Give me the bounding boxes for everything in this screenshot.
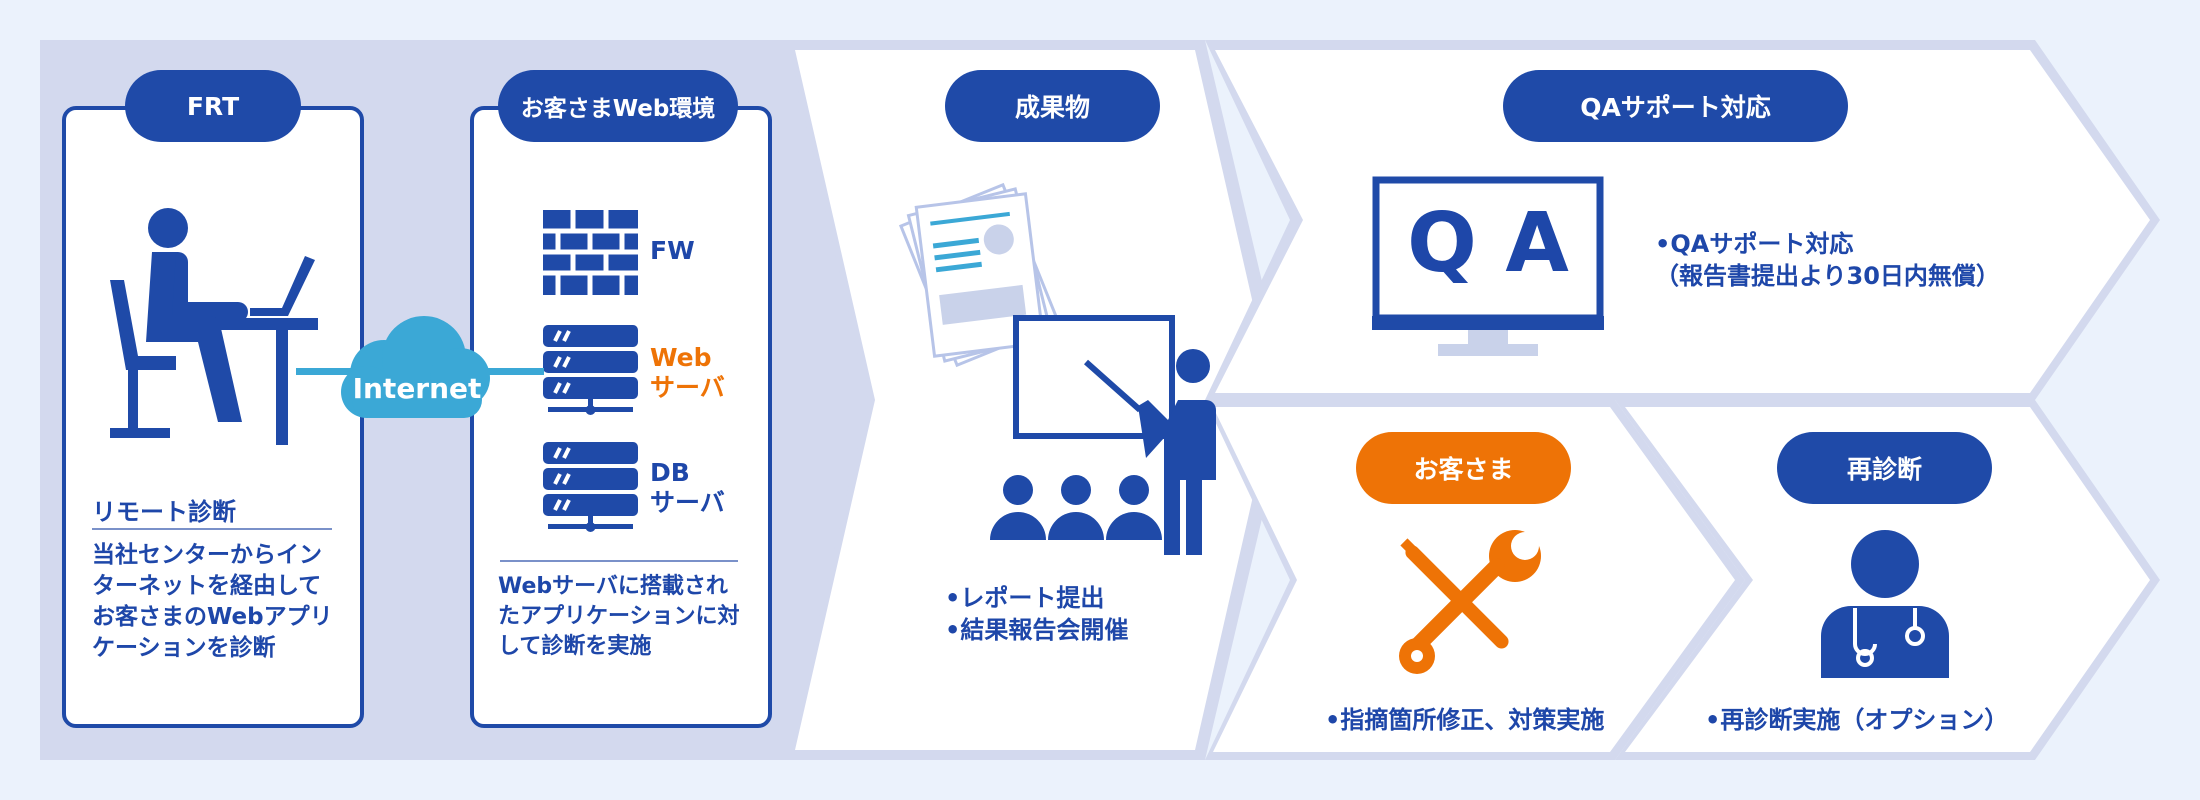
customer-items: •指摘箇所修正、対策実施	[1325, 706, 1605, 734]
rediagnosis-title-pill: 再診断	[1777, 432, 1992, 504]
internet-label: Internet	[352, 372, 482, 405]
frt-description: 当社センターからイン ターネットを経由して お客さまのWebアプリ ケーションを…	[92, 542, 333, 661]
deliverables-items: •レポート提出 •結果報告会開催	[945, 584, 1129, 644]
qa-monitor-text: Q A	[1407, 196, 1569, 291]
doctor-icon	[1821, 530, 1949, 678]
customer-env-card	[470, 106, 772, 728]
qa-title-pill: QAサポート対応	[1503, 70, 1848, 142]
qa-items: •QAサポート対応 （報告書提出より30日内無償）	[1655, 230, 2000, 290]
rediagnosis-items: •再診断実施（オプション）	[1705, 706, 2009, 734]
frt-divider	[92, 528, 332, 530]
deliverables-title-pill: 成果物	[945, 70, 1160, 142]
presentation-icon	[990, 315, 1216, 555]
db-server-icon	[543, 442, 638, 532]
frt-subtitle: リモート診断	[92, 498, 236, 526]
frt-title-pill: FRT	[125, 70, 301, 142]
tools-icon	[1399, 530, 1541, 674]
customer-env-title-pill: お客さまWeb環境	[498, 70, 738, 142]
person-at-desk-icon	[110, 208, 318, 445]
internet-cloud-icon	[341, 316, 490, 418]
customer-env-description: Webサーバに搭載され たアプリケーションに対 して診断を実施	[498, 574, 740, 659]
db-server-label: DB サーバ	[650, 458, 725, 517]
qa-monitor-icon	[1372, 176, 1604, 356]
customer-title-pill: お客さま	[1356, 432, 1571, 504]
frt-card	[62, 106, 364, 728]
firewall-icon	[543, 210, 638, 295]
web-server-icon	[543, 325, 638, 415]
web-server-label: Web サーバ	[650, 343, 725, 402]
fw-label: FW	[650, 236, 695, 265]
customer-env-divider	[500, 560, 738, 562]
